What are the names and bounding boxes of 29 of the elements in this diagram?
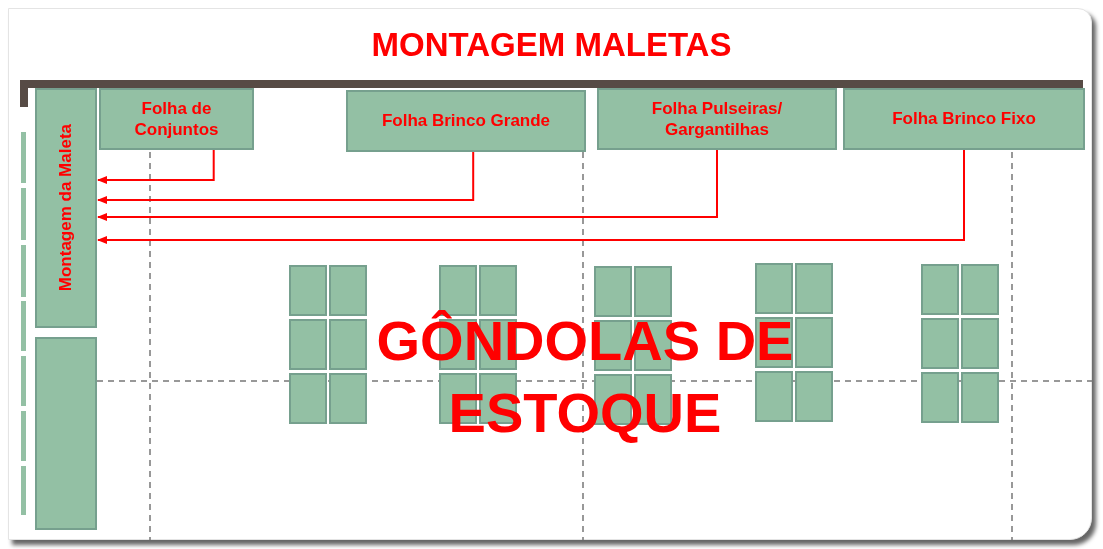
gondola-shelf — [795, 317, 833, 368]
gondola-shelf — [961, 372, 999, 423]
gondola-shelf — [921, 318, 959, 369]
gondola-shelf — [755, 371, 793, 422]
gondola-shelf — [329, 319, 367, 370]
station-label: Montagem da Maleta — [55, 124, 77, 292]
gondola-shelf — [795, 263, 833, 314]
station-box: Folha Brinco Grande — [346, 90, 586, 152]
workstation-box — [35, 88, 97, 328]
gondola-shelf — [961, 264, 999, 315]
arrow — [97, 149, 965, 244]
gondola-shelf — [795, 371, 833, 422]
gondola-shelf — [921, 264, 959, 315]
station-box: Folha Brinco Fixo — [843, 88, 1085, 150]
gondola-shelf — [921, 372, 959, 423]
arrow — [97, 149, 215, 184]
gondola-shelf — [755, 263, 793, 314]
station-box: Folha Pulseiras/ Gargantilhas — [597, 88, 837, 150]
storage-block — [35, 337, 97, 530]
gondola-shelf — [289, 373, 327, 424]
title: MONTAGEM MALETAS — [371, 26, 732, 63]
gondola-shelf — [289, 265, 327, 316]
gondola-shelf — [961, 318, 999, 369]
arrow — [97, 151, 475, 204]
gondola-shelf — [329, 265, 367, 316]
arrow — [97, 149, 718, 221]
gondola-shelf — [329, 373, 367, 424]
gondola-shelf — [289, 319, 327, 370]
station-box: Folha de Conjuntos — [99, 88, 254, 150]
